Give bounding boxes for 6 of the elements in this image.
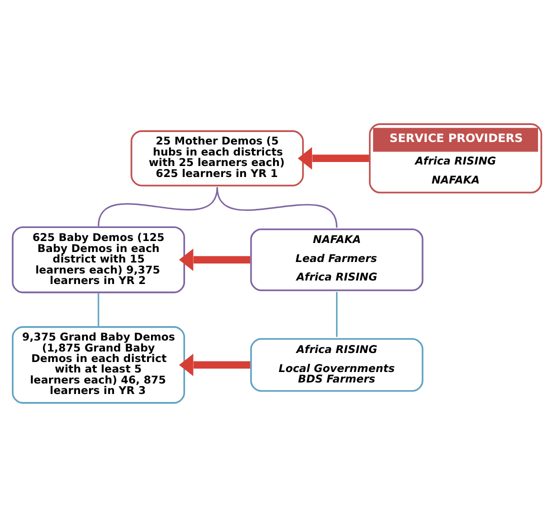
connector <box>336 291 338 336</box>
connector <box>98 292 100 326</box>
connector <box>216 186 338 228</box>
arrow <box>179 353 250 376</box>
arrow <box>179 248 250 270</box>
arrow <box>298 146 369 170</box>
